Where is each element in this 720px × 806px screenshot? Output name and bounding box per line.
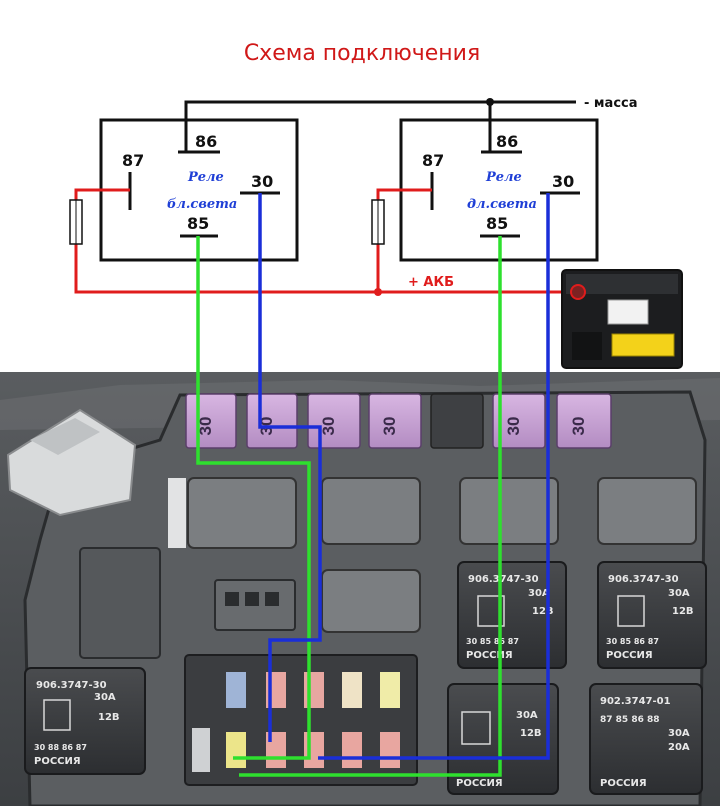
battery-junction xyxy=(374,288,382,296)
relay-pins: 30 85 86 87 xyxy=(606,637,659,646)
relay-2-label: Реле xyxy=(485,170,522,185)
fuse-3: 30 xyxy=(307,393,361,449)
relay-voltage: 12В xyxy=(98,712,120,723)
relay-2-pin-87: 87 xyxy=(422,151,444,170)
fuse-label: 30 xyxy=(319,417,338,436)
relay-rating: 30A xyxy=(668,728,690,739)
connector-block xyxy=(79,547,161,659)
relay-2-sublabel: дл.света xyxy=(467,197,537,212)
relay-rating: 30A xyxy=(668,588,690,599)
battery xyxy=(561,269,683,369)
battery-wire xyxy=(74,188,562,294)
relay-country: РОССИЯ xyxy=(606,650,653,661)
battery-label: + АКБ xyxy=(408,275,454,290)
relay-socket xyxy=(187,477,297,549)
green-wires xyxy=(196,236,502,777)
fuse-5: 30 xyxy=(492,393,546,449)
middle-relay-sockets xyxy=(79,477,697,659)
relay-part: 906.3747-30 xyxy=(468,574,539,585)
battery-positive-terminal xyxy=(570,284,586,300)
relay-country: РОССИЯ xyxy=(466,650,513,661)
relay-1-pin-86: 86 xyxy=(195,132,217,151)
relay-1-pin-85: 85 xyxy=(187,214,209,233)
diagram-title: Схема подключения xyxy=(244,41,480,66)
relay-pins: 87 85 86 88 xyxy=(600,715,660,725)
fuse-6: 30 xyxy=(556,393,612,449)
relay-pins: 30 88 86 87 xyxy=(34,743,87,752)
relay-1-label: Реле xyxy=(187,170,224,185)
ground-wire xyxy=(184,100,576,151)
fuse-box-photo: 30 30 30 30 30 30 xyxy=(0,372,720,806)
fuse-label: 30 xyxy=(569,417,588,436)
ground-junction xyxy=(486,98,494,106)
relay-rating: 30A xyxy=(528,588,550,599)
relay-voltage: 20A xyxy=(668,742,690,753)
relay-2-pin-30: 30 xyxy=(552,172,574,191)
fuse-1: 30 xyxy=(185,393,237,449)
blue-wires xyxy=(258,193,550,760)
relay-1-sublabel: бл.света xyxy=(167,197,237,212)
relay-2-pin-85: 85 xyxy=(486,214,508,233)
relay-country: РОССИЯ xyxy=(456,778,503,789)
ground-label: - масса xyxy=(584,96,638,111)
relay-socket xyxy=(459,477,559,545)
relay-rating: 30A xyxy=(516,710,538,721)
relay-1-pin-30: 30 xyxy=(251,172,273,191)
fuse-slot-empty xyxy=(430,393,484,449)
battery-sticker xyxy=(607,299,649,325)
relay-a: 906.3747-30 30A 12В 30 88 86 87 РОССИЯ xyxy=(24,667,146,775)
relay-voltage: 12В xyxy=(532,606,554,617)
relay-c: 906.3747-30 30A 12В 30 85 86 87 РОССИЯ xyxy=(597,561,707,669)
relay-voltage: 12В xyxy=(672,606,694,617)
relay-pins: 30 85 86 87 xyxy=(466,637,519,646)
mini-fuse-block xyxy=(184,654,418,786)
relay-e: 30A 12В РОССИЯ xyxy=(447,683,559,795)
relay-2-pin-86: 86 xyxy=(496,132,518,151)
left-white-relay xyxy=(6,408,137,517)
relay-part: 906.3747-30 xyxy=(608,574,679,585)
relay-1-pin-87: 87 xyxy=(122,151,144,170)
top-fuse-row: 30 30 30 30 30 30 xyxy=(185,393,612,449)
fuse-4: 30 xyxy=(368,393,422,449)
relay-b: 906.3747-30 30A 12В 30 85 86 87 РОССИЯ xyxy=(457,561,567,669)
white-clip xyxy=(168,478,186,548)
battery-yellow-label xyxy=(611,333,675,357)
fuse-label: 30 xyxy=(380,417,399,436)
relay-rating: 30A xyxy=(94,692,116,703)
relay-country: РОССИЯ xyxy=(600,778,647,789)
relay-f: 902.3747-01 87 85 86 88 30A 20A РОССИЯ xyxy=(589,683,703,795)
fuse-2: 30 xyxy=(246,393,298,449)
relay-part: 906.3747-30 xyxy=(36,680,107,691)
relay-country: РОССИЯ xyxy=(34,756,81,767)
fuse-label: 30 xyxy=(504,417,523,436)
relay-voltage: 12В xyxy=(520,728,542,739)
relay-socket xyxy=(321,569,421,633)
relay-socket xyxy=(597,477,697,545)
fuse-label: 30 xyxy=(196,417,215,436)
relay-socket xyxy=(321,477,421,545)
relay-part: 902.3747-01 xyxy=(600,696,671,707)
